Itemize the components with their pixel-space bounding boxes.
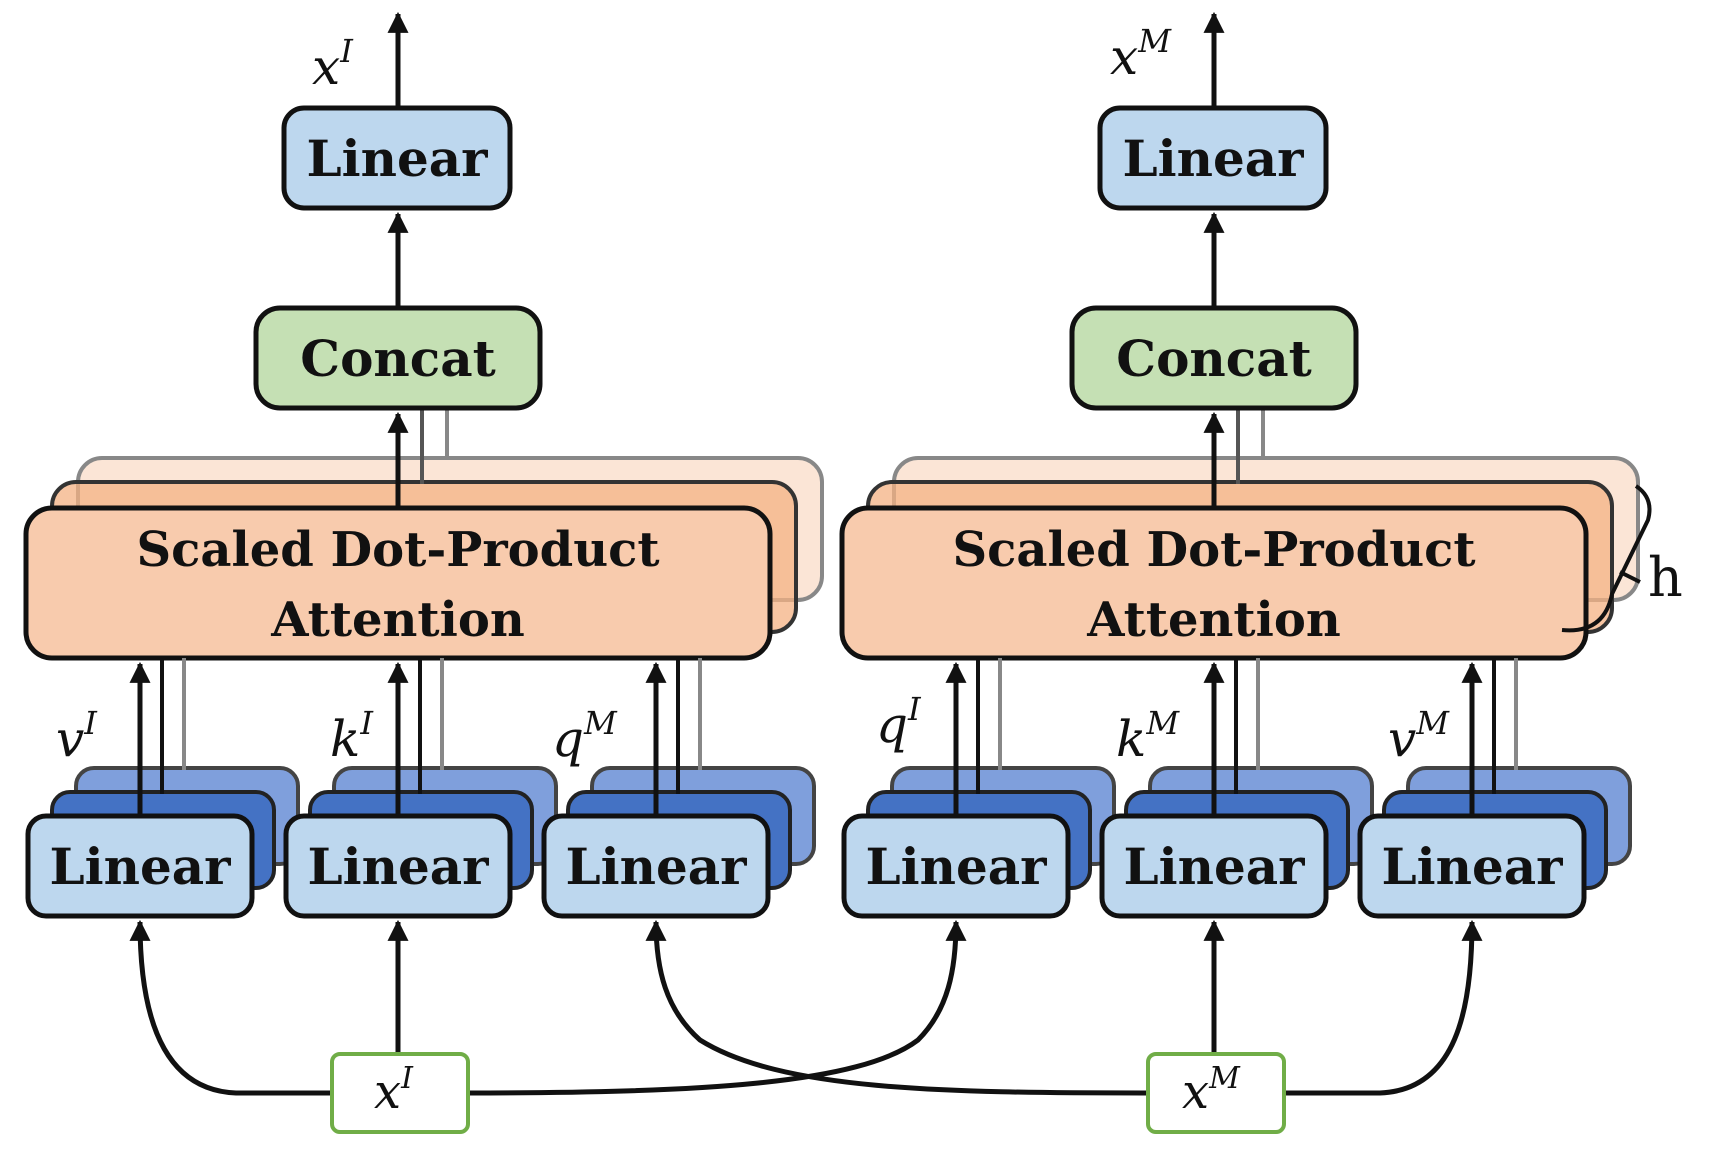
left-linear-label-3: Linear [565,837,747,896]
left-linear-stack-2: Linear [283,766,558,919]
right-branch: Scaled Dot-Product Attention h Concat Li… [839,11,1683,919]
xi-input-label: xI [374,1061,414,1120]
left-attention-line2: Attention [270,592,525,648]
right-input-label-3: vM [1388,704,1450,768]
input-routing: xI xM [129,919,1483,1134]
left-input-label-3: qM [552,704,618,768]
left-branch: Scaled Dot-Product Attention Concat Line… [23,11,824,919]
right-linear-label-3: Linear [1381,837,1563,896]
right-linear-label-1: Linear [865,837,1047,896]
xi-to-v-linear-curve [129,919,334,1096]
left-linear-stack-1: Linear [25,766,300,919]
right-linear-label-2: Linear [1123,837,1305,896]
right-output-linear-label: Linear [1122,129,1304,188]
left-concat-label: Concat [300,329,495,388]
right-output-label: xM [1110,22,1172,86]
right-linear-arrows [945,658,1518,816]
left-output-label: xI [312,32,354,96]
heads-label: h [1648,546,1683,609]
left-linear-label-1: Linear [49,837,231,896]
xm-to-v-linear-curve [1284,919,1483,1096]
left-input-label-1: vI [56,704,98,768]
right-concat-label: Concat [1116,329,1311,388]
left-input-label-2: kI [330,704,374,768]
xm-input-label: xM [1182,1061,1241,1120]
left-output-linear-label: Linear [306,129,488,188]
xi-input-box [330,1052,470,1134]
left-linear-label-2: Linear [307,837,489,896]
right-input-label-2: kM [1116,704,1180,768]
left-linear-stack-3: Linear [541,766,816,919]
left-linear-arrows [129,658,702,816]
right-linear-stack-2: Linear [1099,766,1374,919]
xm-input-box [1146,1052,1286,1134]
right-attention-line2: Attention [1086,592,1341,648]
right-input-label-1: qI [876,690,922,754]
right-attention-line1: Scaled Dot-Product [952,522,1475,578]
right-linear-stack-1: Linear [841,766,1116,919]
heads-bracket [1561,484,1652,633]
left-attention-line1: Scaled Dot-Product [136,522,659,578]
xi-to-q-linear-curve [467,919,967,1096]
xm-to-q-linear-curve [645,919,1149,1096]
